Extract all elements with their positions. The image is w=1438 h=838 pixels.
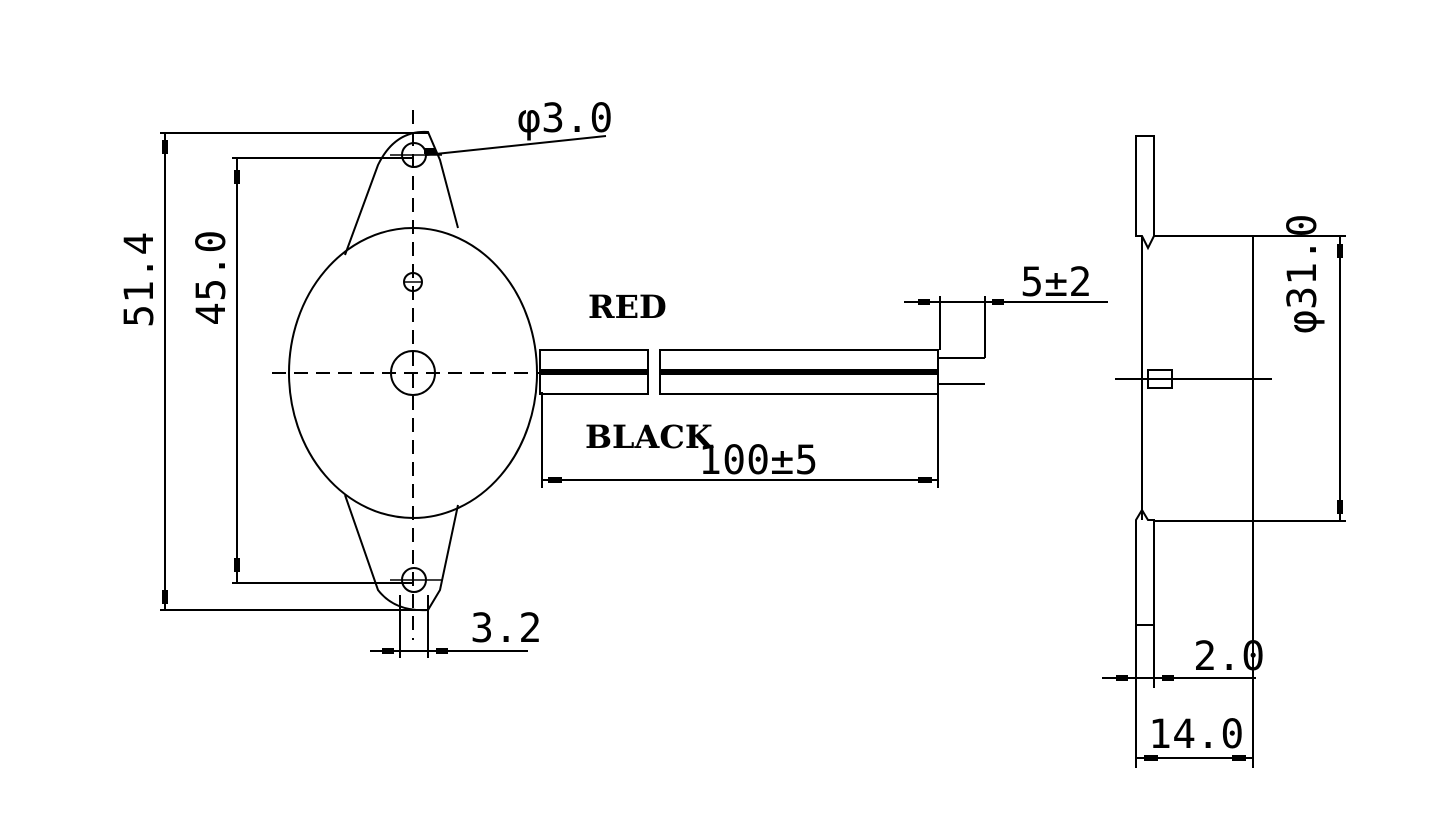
side-flange-lower [1135,508,1155,626]
tab-width-label: 3.2 [470,606,542,652]
side-view: φ31.0 2.0 14.0 [1102,135,1346,768]
lead-wires: RED BLACK 100±5 5±2 [539,260,1108,488]
hole-diameter-label: φ3.0 [517,96,613,142]
mounting-flange-outline [344,130,459,612]
overall-height-label: 51.4 [117,232,163,328]
hole-diameter-leader [425,135,607,156]
flange-thickness-label: 2.0 [1193,634,1265,680]
wire-red-label: RED [588,288,667,326]
overall-depth-label: 14.0 [1148,712,1244,758]
front-view: 51.4 45.0 φ3.0 3.2 [117,96,613,658]
side-flange-upper [1135,135,1155,251]
body-diameter-label: φ31.0 [1280,214,1326,334]
strip-length-label: 5±2 [1020,260,1092,306]
mounting-pitch-label: 45.0 [189,230,235,326]
lead-length-label: 100±5 [698,438,818,484]
wire-black-label: BLACK [585,418,714,456]
